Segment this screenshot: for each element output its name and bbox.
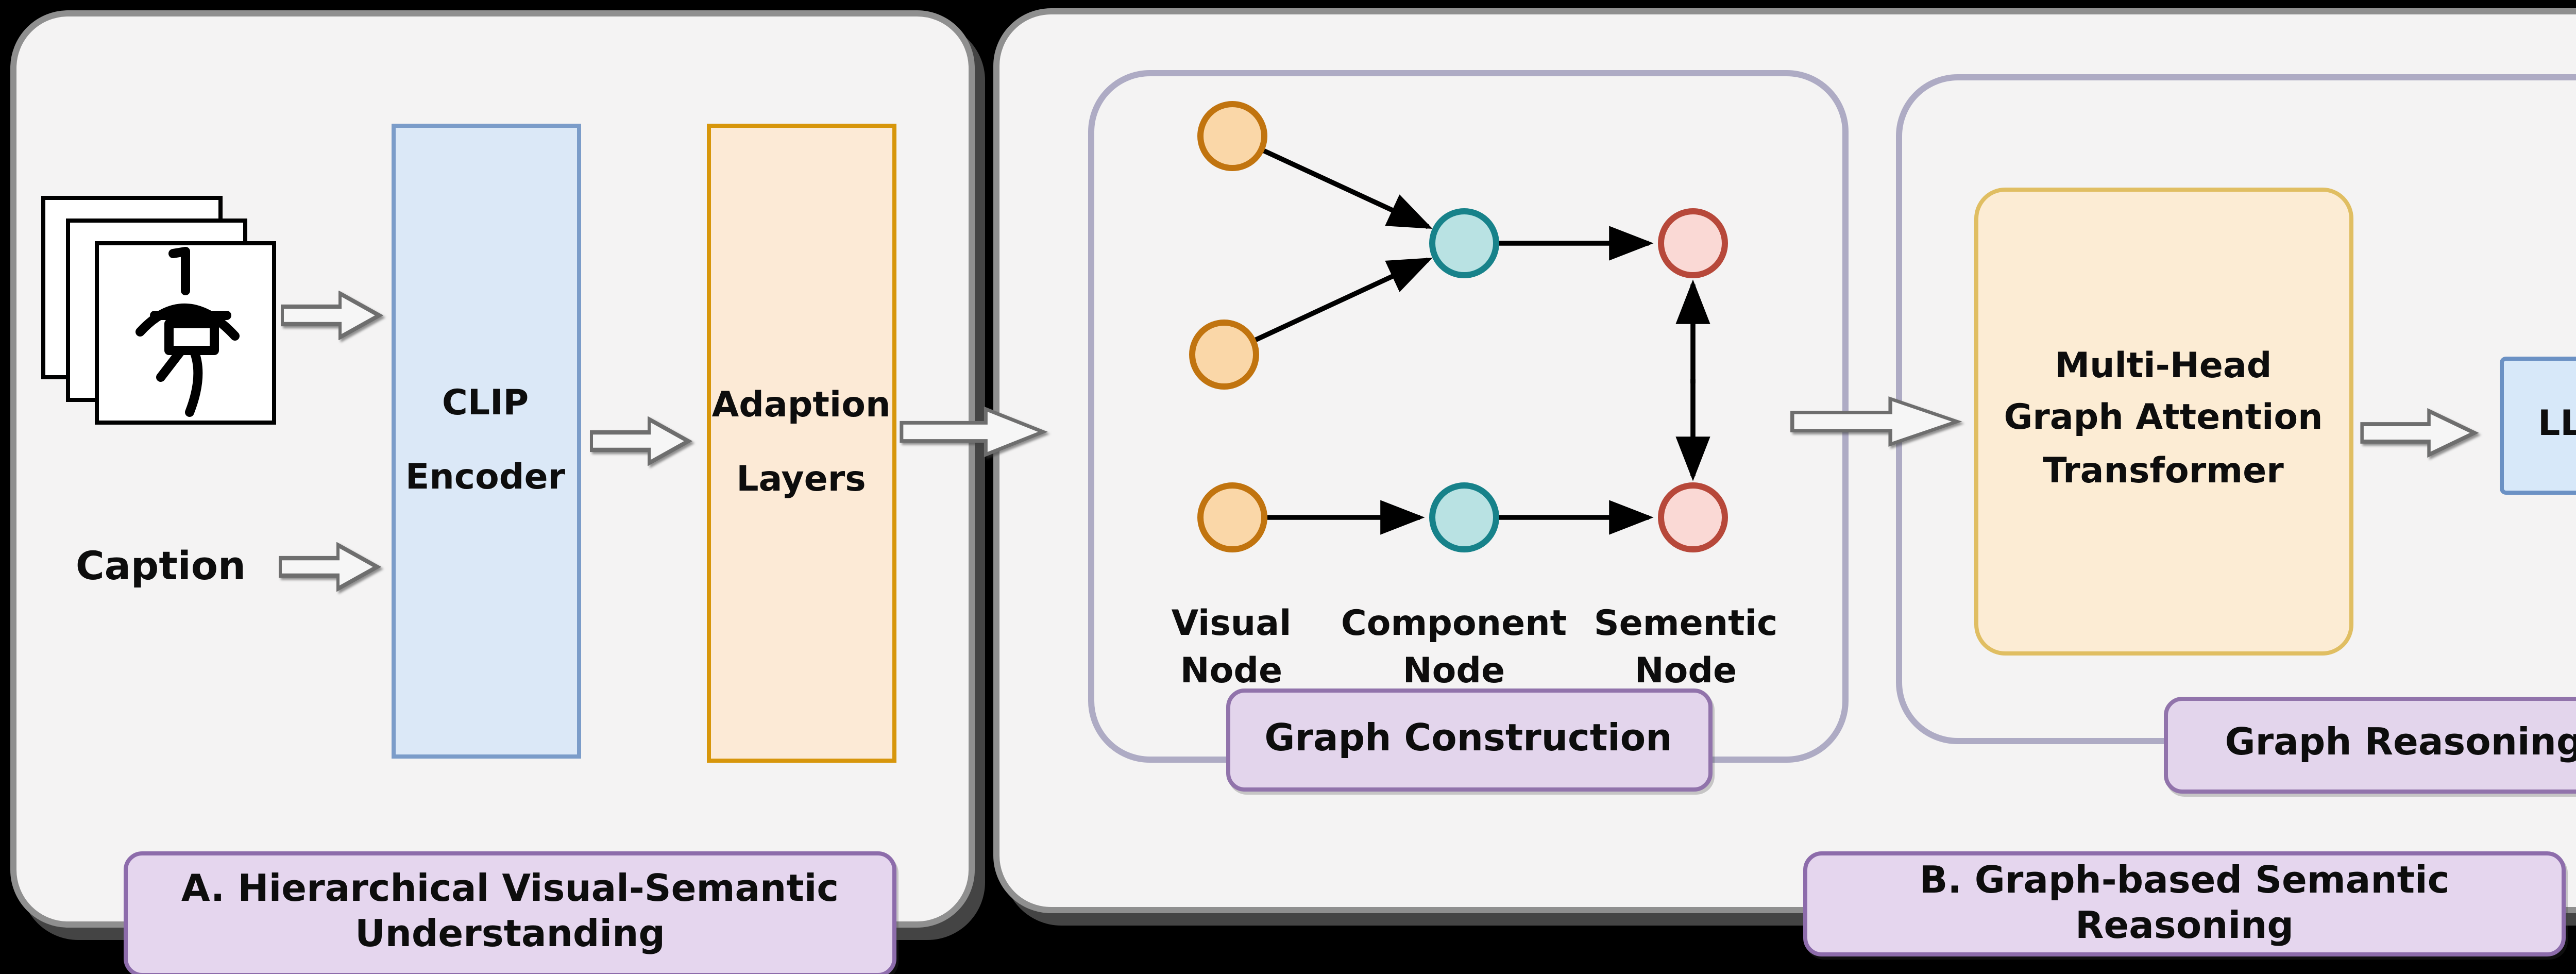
graph-construction-badge-text: Graph Construction (1264, 717, 1672, 761)
component-node-2 (1429, 481, 1499, 551)
edge-visual1-component1 (1262, 147, 1433, 228)
llm-decoder-label: LLM Decoder (2538, 405, 2576, 446)
panel-b-badge: B. Graph-based Semantic Reasoning (1803, 852, 2566, 956)
visual-node-3 (1197, 481, 1267, 551)
visual-node-label-line2: Node (1180, 651, 1283, 693)
flow-arrow-panel-a-to-b (900, 406, 1048, 458)
component-node-label-line1: Component (1341, 604, 1567, 645)
panel-b-badge-text: B. Graph-based Semantic Reasoning (1919, 859, 2450, 947)
flow-arrow-transformer-to-llm (2360, 407, 2479, 457)
visual-node-label-line1: Visual (1171, 604, 1292, 645)
semantic-node-2 (1658, 481, 1728, 551)
transformer-line2: Graph Attention (2004, 398, 2323, 440)
visual-node-label: Visual Node (1148, 602, 1315, 697)
llm-decoder-box: LLM Decoder (2499, 357, 2576, 494)
component-node-label-line2: Node (1402, 651, 1505, 693)
adaption-layers-line1: Adaption (711, 385, 891, 426)
semantic-node-label: Sementic Node (1583, 602, 1789, 697)
semantic-node-label-line1: Sementic (1594, 604, 1778, 645)
panel-a-badge-line1: A. Hierarchical Visual-Semantic (181, 868, 839, 912)
visual-node-2 (1189, 318, 1259, 389)
panel-a-badge: A. Hierarchical Visual-Semantic Understa… (124, 852, 896, 974)
transformer-line3: Transformer (2043, 451, 2284, 492)
panel-a-badge-line2: Understanding (355, 914, 665, 958)
adaption-layers-box: Adaption Layers (706, 123, 896, 762)
component-node-1 (1429, 207, 1499, 277)
clip-encoder-line2: Encoder (405, 457, 566, 498)
visual-node-1 (1197, 100, 1267, 170)
graph-reasoning-badge-text: Graph Reasoning (2225, 722, 2576, 765)
graph-construction-badge: Graph Construction (1225, 688, 1711, 792)
graph-reasoning-badge: Graph Reasoning (2164, 697, 2576, 793)
semantic-node-1 (1658, 207, 1728, 277)
edge-visual2-component1 (1253, 256, 1433, 342)
hand-drawn-sketch-icon (135, 247, 239, 417)
flow-arrow-caption-to-clip (279, 542, 381, 592)
flow-arrow-clip-to-adaption (590, 416, 692, 466)
clip-encoder-line1: CLIP (442, 383, 529, 424)
clip-encoder-box: CLIP Encoder (391, 123, 580, 758)
component-node-label: Component Node (1337, 602, 1570, 697)
adaption-layers-line2: Layers (736, 459, 866, 500)
semantic-graph (1189, 100, 1728, 551)
transformer-line1: Multi-Head (2055, 346, 2272, 387)
graph-attention-transformer-box: Multi-Head Graph Attention Transformer (1973, 187, 2353, 654)
semantic-node-label-line2: Node (1634, 651, 1737, 693)
flow-arrow-construction-to-reasoning (1790, 396, 1962, 447)
caption-label: Caption (75, 544, 246, 590)
sketch-card-front (94, 241, 276, 425)
flow-arrow-sketch-to-clip (281, 291, 383, 340)
